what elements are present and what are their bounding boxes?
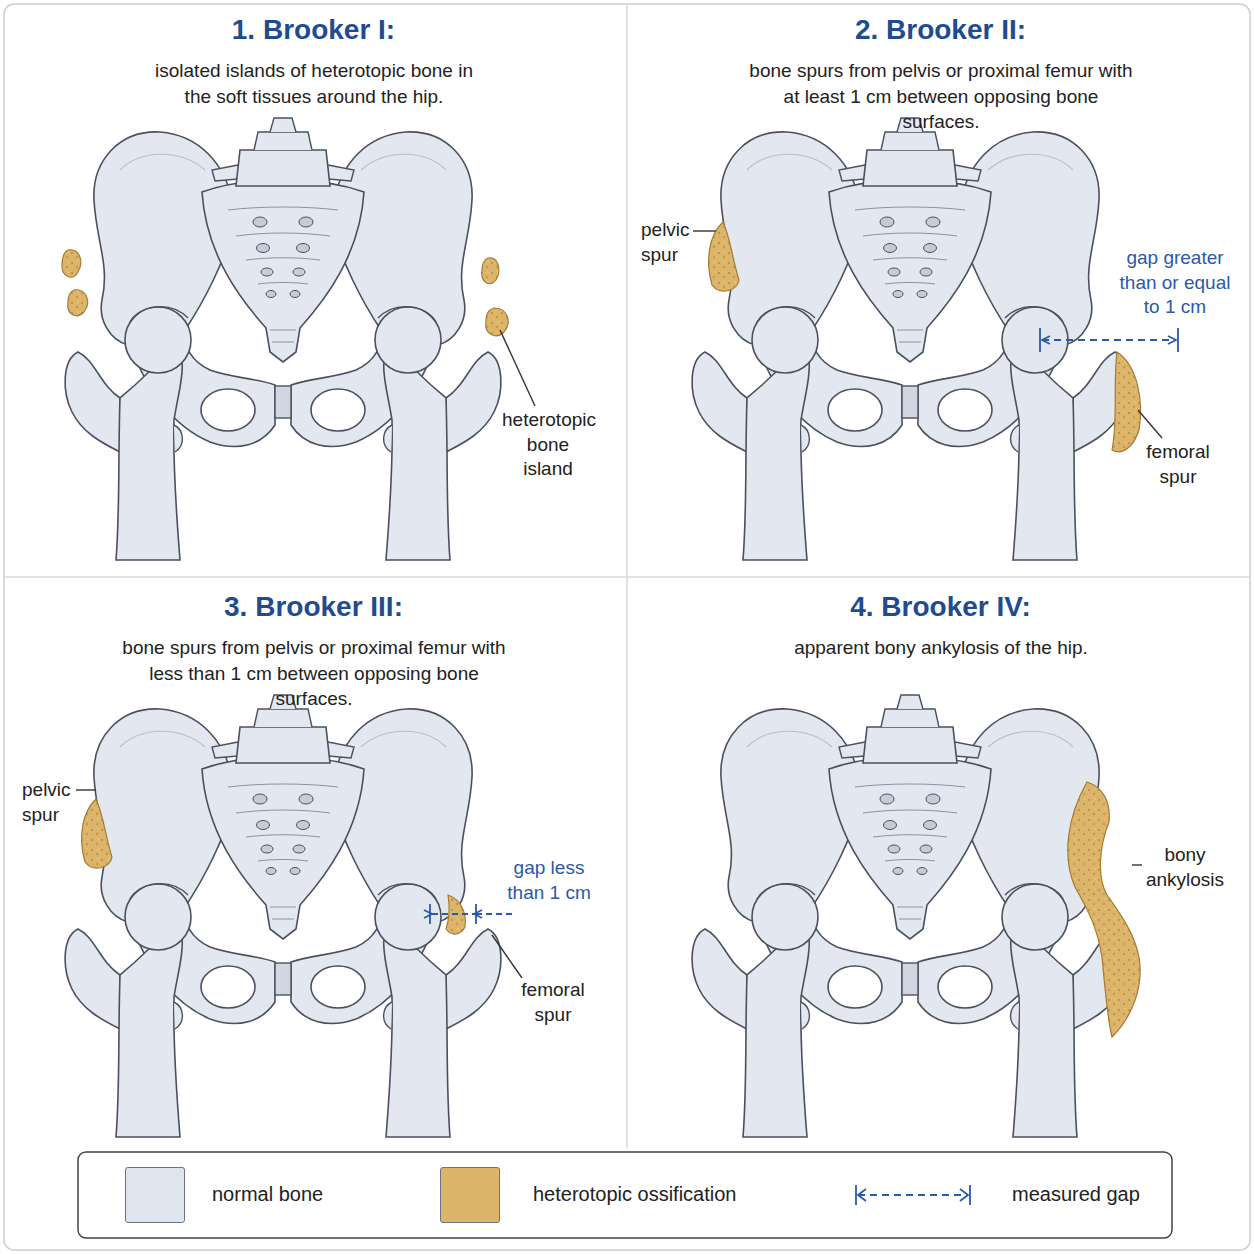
callout-label: femoral spur <box>513 978 593 1027</box>
legend-text: heterotopic ossification <box>533 1183 736 1206</box>
grade-heading: 4. Brooker IV: <box>627 591 1254 623</box>
callout-label: gap less than 1 cm <box>497 856 601 905</box>
grade-heading: 2. Brooker II: <box>627 14 1254 46</box>
legend-text: normal bone <box>212 1183 323 1206</box>
callout-label: femoral spur <box>1138 440 1218 489</box>
gap-line-sample <box>852 1180 976 1210</box>
legend-text: measured gap <box>1012 1183 1140 1206</box>
legend-swatch <box>125 1167 185 1223</box>
grade-description: apparent bony ankylosis of the hip. <box>691 635 1191 661</box>
callout-label: pelvic spur <box>22 778 77 827</box>
callout-label: gap greater than or equal to 1 cm <box>1110 246 1240 320</box>
classification-panel: 1. Brooker I: isolated islands of heterot… <box>0 0 627 577</box>
gap-line-part <box>858 1194 968 1196</box>
gap-line-part <box>960 1189 968 1201</box>
grade-description: bone spurs from pelvis or proximal femur… <box>746 58 1136 135</box>
classification-panel: 4. Brooker IV: apparent bony ankylosis of… <box>627 577 1254 1154</box>
grade-description: isolated islands of heterotopic bone in … <box>144 58 484 109</box>
grade-description: bone spurs from pelvis or proximal femur… <box>119 635 509 712</box>
legend-swatch <box>440 1167 500 1223</box>
grade-heading: 3. Brooker III: <box>0 591 627 623</box>
callout-label: bony ankylosis <box>1140 843 1230 892</box>
callout-label: pelvic spur <box>641 218 696 267</box>
gap-line-part <box>858 1189 866 1201</box>
callout-label: heterotopic bone island <box>502 408 594 482</box>
grade-heading: 1. Brooker I: <box>0 14 627 46</box>
